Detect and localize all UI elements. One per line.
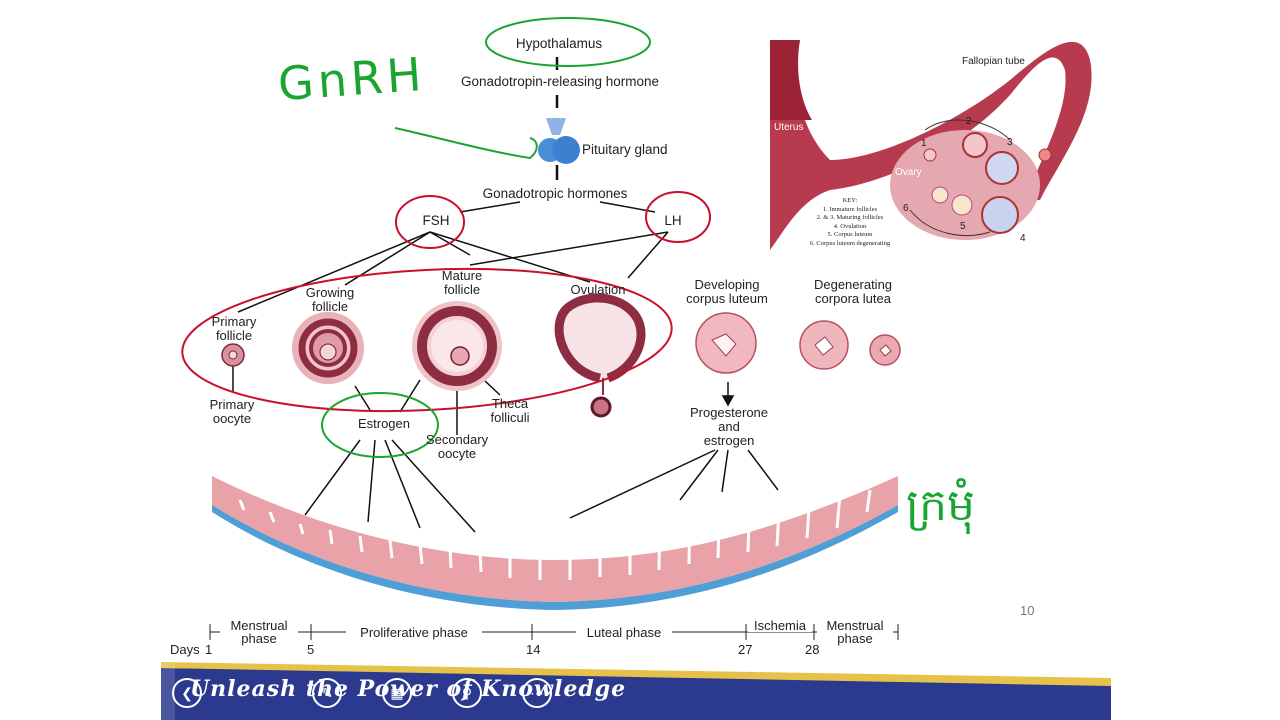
phase-menstrual-2: Menstrual phase: [817, 619, 893, 645]
pituitary-label: Pituitary gland: [582, 142, 668, 157]
day-27: 27: [738, 642, 753, 657]
ovulation-label: Ovulation: [570, 282, 626, 297]
fsh-label: FSH: [422, 213, 450, 228]
mature-follicle-shape: [412, 301, 502, 391]
more-options-icon[interactable]: ⋯: [522, 678, 552, 708]
khmer-handwritten: ក្រមុំ: [906, 480, 975, 531]
ovary-number-5: 5: [960, 221, 966, 232]
phase-proliferative: Proliferative phase: [346, 626, 482, 639]
pen-tool-icon[interactable]: ✎: [312, 678, 342, 708]
key-item: 5. Corpus luteum: [827, 231, 873, 238]
ovulation-follicle-shape: [554, 293, 646, 418]
primary-follicle-label: Primary follicle: [211, 314, 257, 343]
key-title: KEY:: [842, 197, 858, 204]
uterus-label: Uterus: [774, 122, 804, 133]
gnrh-handwritten: GnRH: [276, 46, 428, 112]
slide-number: 10: [1020, 603, 1035, 618]
ovary-key: KEY: 1. Immature follicles 2. & 3. Matur…: [800, 197, 900, 248]
green-annotations: [321, 17, 651, 458]
corpus-luteum-shapes: [695, 312, 901, 374]
primary-follicle-shape: [221, 343, 245, 367]
ovary-number-2: 2: [966, 116, 972, 127]
estrogen-label: Estrogen: [357, 416, 411, 431]
day-28: 28: [805, 642, 820, 657]
day-1: 1: [205, 642, 213, 657]
key-item: 1. Immature follicles: [822, 205, 878, 213]
gonadotropic-label: Gonadotropic hormones: [482, 186, 628, 201]
developing-corpus-luteum-label: Developing corpus luteum: [686, 277, 768, 306]
ovary-number-3: 3: [1007, 137, 1013, 148]
primary-oocyte-label: Primary oocyte: [209, 397, 255, 426]
mature-follicle-label: Mature follicle: [441, 268, 483, 297]
lh-label: LH: [664, 213, 682, 228]
days-label: Days: [170, 642, 200, 657]
key-item: 6. Corpus luteum degenerating: [809, 239, 891, 247]
ovary-number-4: 4: [1020, 233, 1026, 244]
secondary-oocyte-label: Secondary oocyte: [425, 432, 489, 461]
key-item: 2. & 3. Maturing follicles: [816, 214, 884, 221]
pituitary-gland-shape: [538, 118, 580, 164]
key-item: 4. Ovulation: [833, 222, 867, 230]
phase-menstrual-1: Menstrual phase: [220, 619, 298, 645]
phase-luteal: Luteal phase: [576, 626, 672, 639]
phase-ischemia: Ischemia: [748, 619, 812, 632]
degenerating-corpora-lutea-label: Degenerating corpora lutea: [813, 277, 893, 306]
ovary-number-6: 6: [903, 203, 909, 214]
ovary-figure: [770, 40, 1092, 250]
day-5: 5: [307, 642, 315, 657]
growing-follicle-label: Growing follicle: [305, 285, 355, 314]
theca-folliculi-label: Theca folliculi: [490, 396, 530, 425]
growing-follicle-shape: [292, 312, 364, 384]
slides-overview-icon[interactable]: ▦: [382, 678, 412, 708]
zoom-icon[interactable]: ⚲: [452, 678, 482, 708]
endometrium-section: [212, 476, 898, 610]
gnrh-full-label: Gonadotropin-releasing hormone: [460, 74, 660, 89]
previous-slide-icon[interactable]: ❮: [172, 678, 202, 708]
timeline-axis: [209, 624, 899, 640]
ovary-label: Ovary: [895, 167, 922, 178]
progesterone-estrogen-label: Progesterone and estrogen: [689, 405, 769, 448]
fallopian-tube-label: Fallopian tube: [962, 56, 1025, 67]
ovary-number-1: 1: [921, 138, 927, 149]
day-14: 14: [526, 642, 541, 657]
hypothalamus-label: Hypothalamus: [515, 36, 603, 51]
